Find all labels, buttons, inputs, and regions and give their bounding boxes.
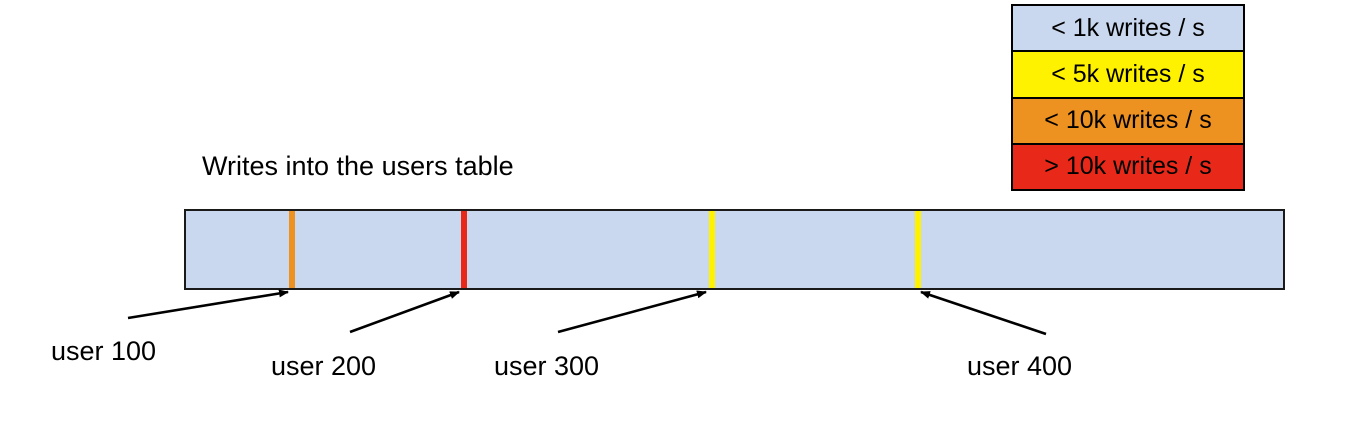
marker-label-user-100: user 100 [51, 336, 157, 366]
arrow-user-300 [557, 290, 707, 334]
legend-row-label: > 10k writes / s [1044, 152, 1212, 181]
chart-title: Writes into the users table [202, 151, 514, 181]
hotspot-stripe-user-300 [709, 211, 715, 288]
hotspot-stripe-user-400 [915, 211, 921, 288]
users-table-bar [184, 209, 1285, 290]
legend-row-lt-5k: < 5k writes / s [1013, 52, 1243, 99]
legend-row-label: < 1k writes / s [1051, 13, 1205, 42]
legend-row-gt-10k: > 10k writes / s [1013, 144, 1243, 189]
marker-label-user-300: user 300 [494, 351, 600, 381]
legend-row-lt-1k: < 1k writes / s [1013, 6, 1243, 53]
legend: < 1k writes / s < 5k writes / s < 10k wr… [1011, 4, 1245, 191]
hotspot-stripe-user-200 [461, 211, 467, 288]
hotspot-stripe-user-100 [289, 211, 295, 288]
legend-row-label: < 10k writes / s [1044, 106, 1212, 135]
legend-row-lt-10k: < 10k writes / s [1013, 98, 1243, 145]
arrow-user-400 [920, 290, 1047, 336]
marker-label-user-400: user 400 [967, 351, 1073, 381]
arrow-user-100 [127, 289, 289, 320]
arrow-user-200 [349, 290, 460, 334]
marker-label-user-200: user 200 [271, 351, 377, 381]
legend-row-label: < 5k writes / s [1051, 59, 1205, 88]
